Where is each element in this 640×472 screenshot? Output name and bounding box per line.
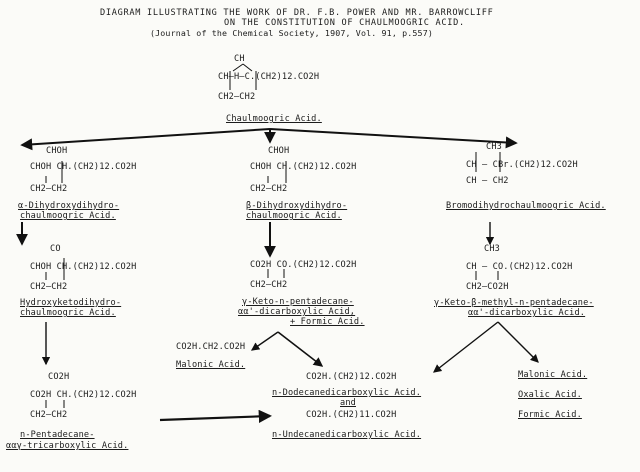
chaulmoogric-formula-bot: CH2—CH2 — [218, 92, 256, 102]
malonic-left-formula: CO2H.CH2.CO2H — [176, 342, 246, 352]
alpha-dihydroxy-name-1: α-Dihydroxydihydro- — [18, 201, 120, 211]
tricarboxylic-formula-3: CH2—CH2 — [30, 410, 68, 420]
keto-pentadecane-formula-2: CH2—CH2 — [250, 280, 288, 290]
chaulmoogric-formula-mid: CH—H—C.(CH2)12.CO2H — [218, 72, 320, 82]
arrow-keto-to-malonic — [250, 331, 279, 351]
header-citation: (Journal of the Chemical Society, 1907, … — [150, 28, 433, 38]
bromo-name: Bromodihydrochaulmoogric Acid. — [446, 201, 606, 211]
tricarboxylic-formula-2: CO2H CH.(CH2)12.CO2H — [30, 390, 137, 400]
arrow-ketomethyl-to-dodecane — [433, 321, 499, 373]
header-title-line1: DIAGRAM ILLUSTRATING THE WORK OF DR. F.B… — [100, 8, 494, 18]
dodecane-formula: CO2H.(CH2)12.CO2H — [306, 372, 397, 382]
alpha-dihydroxy-formula-3: CH2—CH2 — [30, 184, 68, 194]
arrow-ketomethyl-to-malonic — [497, 321, 539, 363]
and-connector: and — [340, 398, 356, 408]
bromo-formula-1: CH3 — [486, 142, 502, 152]
keto-pentadecane-name-1: γ-Keto-n-pentadecane- — [242, 297, 354, 307]
chaulmoogric-name: Chaulmoogric Acid. — [226, 114, 322, 124]
keto-methyl-name-1: γ-Keto-β-methyl-n-pentadecane- — [434, 298, 594, 308]
malonic-left-name: Malonic Acid. — [176, 360, 246, 370]
arrow-to-alpha — [20, 128, 271, 151]
hydroxyketo-formula-3: CH2—CH2 — [30, 282, 68, 292]
beta-dihydroxy-name-1: β-Dihydroxydihydro- — [246, 201, 348, 211]
keto-methyl-formula-3: CH2—CO2H — [466, 282, 509, 292]
hydroxyketo-name-2: chaulmoogric Acid. — [20, 308, 116, 318]
undecane-name: n-Undecanedicarboxylic Acid. — [272, 430, 422, 440]
formic-right-name: Formic Acid. — [518, 410, 582, 420]
malonic-right-name: Malonic Acid. — [518, 370, 588, 380]
hydroxyketo-formula-1: CO — [50, 244, 61, 254]
keto-methyl-name-2: αα'-dicarboxylic Acid. — [468, 308, 586, 318]
tricarboxylic-name-2: ααγ-tricarboxylic Acid. — [6, 441, 129, 451]
beta-dihydroxy-formula-3: CH2—CH2 — [250, 184, 288, 194]
keto-methyl-formula-1: CH3 — [484, 244, 500, 254]
arrow-tricarboxylic-to-products — [159, 409, 272, 424]
bromo-formula-3: CH — CH2 — [466, 176, 509, 186]
oxalic-name: Oxalic Acid. — [518, 390, 582, 400]
hydroxyketo-name-1: Hydroxyketodihydro- — [20, 298, 122, 308]
alpha-dihydroxy-name-2: chaulmoogric Acid. — [20, 211, 116, 221]
keto-pentadecane-formula-1: CO2H CO.(CH2)12.CO2H — [250, 260, 357, 270]
hydroxyketo-formula-2: CHOH CH.(CH2)12.CO2H — [30, 262, 137, 272]
alpha-dihydroxy-formula-2: CHOH CH.(CH2)12.CO2H — [30, 162, 137, 172]
tricarboxylic-name-1: n-Pentadecane- — [20, 430, 95, 440]
ring-bonds — [45, 63, 501, 408]
keto-pentadecane-name-3: + Formic Acid. — [290, 317, 365, 327]
alpha-dihydroxy-formula-1: CHOH — [46, 146, 68, 156]
header-title-line2: ON THE CONSTITUTION OF CHAULMOOGRIC ACID… — [224, 18, 465, 28]
dodecane-name: n-Dodecanedicarboxylic Acid. — [272, 388, 422, 398]
keto-pentadecane-name-2: αα'-dicarboxylic Acid, — [238, 307, 356, 317]
undecane-formula: CO2H.(CH2)11.CO2H — [306, 410, 397, 420]
beta-dihydroxy-name-2: chaulmoogric Acid. — [246, 211, 342, 221]
tricarboxylic-formula-1: CO2H — [48, 372, 70, 382]
keto-methyl-formula-2: CH — CO.(CH2)12.CO2H — [466, 262, 573, 272]
arrow-keto-to-dodecane — [277, 331, 324, 367]
chaulmoogric-formula-top: CH — [234, 54, 245, 64]
beta-dihydroxy-formula-1: CHOH — [268, 146, 290, 156]
arrow-to-bromo — [269, 128, 518, 149]
bromo-formula-2: CH — CBr.(CH2)12.CO2H — [466, 160, 578, 170]
beta-dihydroxy-formula-2: CHOH CH.(CH2)12.CO2H — [250, 162, 357, 172]
